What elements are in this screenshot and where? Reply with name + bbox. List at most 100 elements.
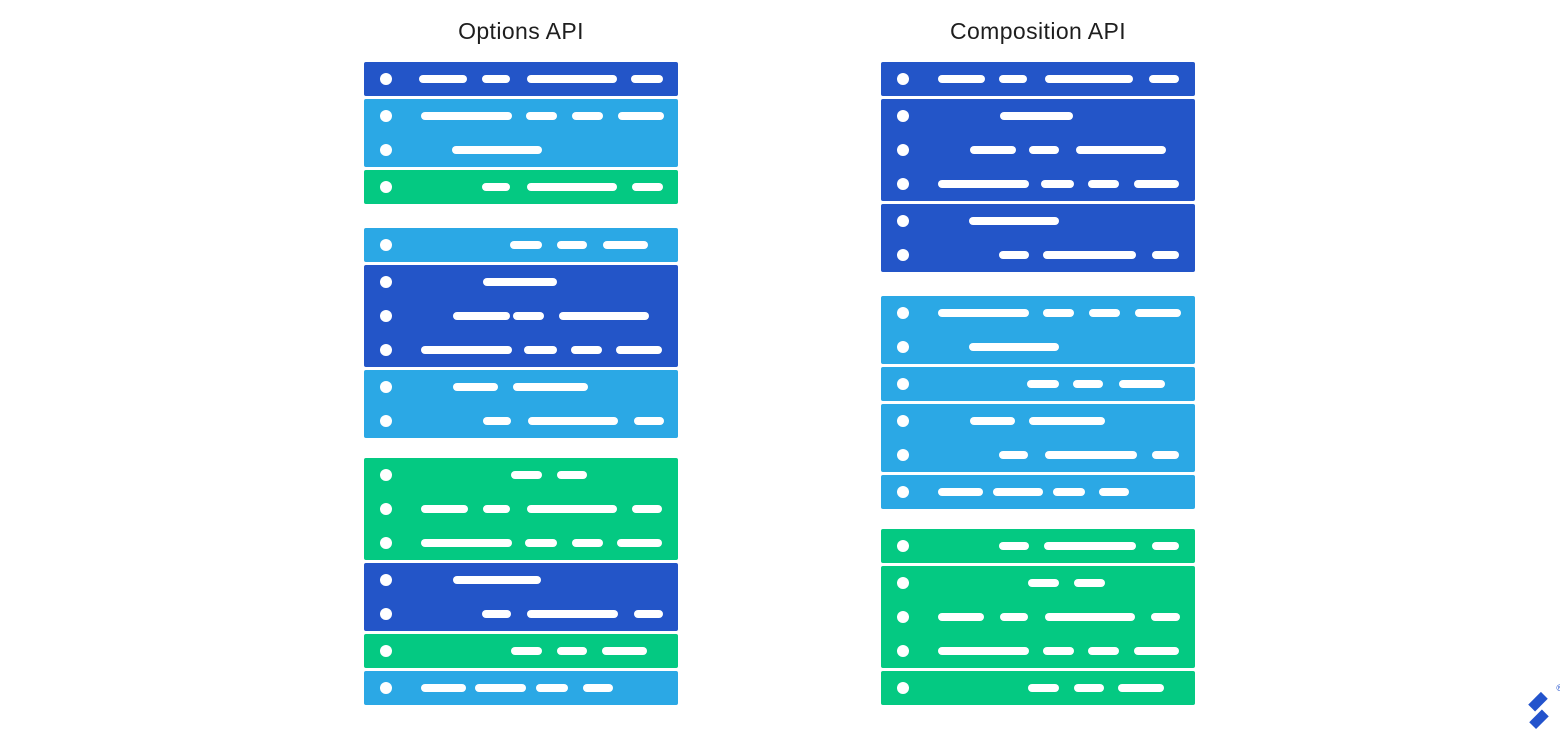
code-token-bar (632, 183, 663, 191)
code-token-bar (1027, 380, 1059, 388)
code-token-bar (483, 278, 557, 286)
code-token-bar (1043, 251, 1136, 259)
code-block-blue (364, 62, 678, 96)
code-token-bar (1044, 542, 1136, 550)
code-token-bar (999, 451, 1028, 459)
code-line (364, 458, 678, 492)
code-token-bar (453, 312, 510, 320)
code-token-bar (1074, 684, 1104, 692)
code-line (364, 597, 678, 631)
code-token-bar (482, 75, 510, 83)
code-token-bar (634, 417, 664, 425)
code-token-bar (634, 610, 663, 618)
toptal-logo: ® (1521, 684, 1560, 730)
code-token-bar (419, 75, 467, 83)
code-token-bar (938, 75, 985, 83)
code-block-green (881, 529, 1195, 563)
code-token-bar (421, 505, 468, 513)
code-token-bar (421, 539, 512, 547)
code-token-bar (938, 309, 1029, 317)
code-token-bar (452, 146, 542, 154)
code-line (364, 170, 678, 204)
code-line (364, 299, 678, 333)
bullet-icon (897, 415, 909, 427)
code-token-bar (526, 112, 557, 120)
code-group (881, 62, 1195, 272)
code-token-bar (513, 383, 588, 391)
code-token-bar (1152, 451, 1179, 459)
code-token-bar (511, 647, 542, 655)
code-token-bar (482, 183, 510, 191)
code-token-bar (527, 610, 618, 618)
code-block-lightblue (364, 370, 678, 438)
code-line (364, 492, 678, 526)
code-token-bar (559, 312, 649, 320)
bullet-icon (897, 307, 909, 319)
code-token-bar (1073, 380, 1103, 388)
code-line (364, 370, 678, 404)
bullet-icon (380, 110, 392, 122)
code-token-bar (528, 417, 618, 425)
bullet-icon (897, 682, 909, 694)
code-block-lightblue (364, 228, 678, 262)
composition-api-column (881, 0, 1195, 732)
code-token-bar (510, 241, 542, 249)
bullet-icon (380, 574, 392, 586)
code-token-bar (524, 346, 557, 354)
code-line (881, 475, 1195, 509)
code-block-lightblue (364, 671, 678, 705)
bullet-icon (380, 503, 392, 515)
code-token-bar (527, 75, 617, 83)
code-token-bar (453, 576, 541, 584)
code-block-green (364, 170, 678, 204)
code-block-blue (364, 265, 678, 367)
code-token-bar (421, 684, 466, 692)
code-token-bar (1045, 75, 1133, 83)
code-token-bar (603, 241, 648, 249)
code-token-bar (536, 684, 568, 692)
code-line (881, 566, 1195, 600)
code-token-bar (999, 251, 1029, 259)
code-line (364, 333, 678, 367)
code-token-bar (513, 312, 544, 320)
code-token-bar (571, 346, 602, 354)
bullet-icon (897, 144, 909, 156)
bullet-icon (897, 110, 909, 122)
code-token-bar (527, 183, 617, 191)
toptal-logo-mark (1528, 691, 1549, 730)
code-token-bar (618, 112, 664, 120)
code-block-lightblue (881, 475, 1195, 509)
bullet-icon (897, 486, 909, 498)
bullet-icon (897, 249, 909, 261)
bullet-icon (380, 239, 392, 251)
code-line (881, 671, 1195, 705)
code-token-bar (969, 343, 1059, 351)
code-line (881, 634, 1195, 668)
bullet-icon (380, 276, 392, 288)
bullet-icon (380, 310, 392, 322)
bullet-icon (897, 73, 909, 85)
code-group (364, 228, 678, 438)
code-token-bar (572, 539, 603, 547)
code-line (881, 600, 1195, 634)
code-token-bar (1076, 146, 1166, 154)
code-line (364, 563, 678, 597)
toptal-mark-top-bar (1528, 691, 1548, 712)
code-token-bar (475, 684, 526, 692)
code-line (364, 62, 678, 96)
code-token-bar (1029, 146, 1059, 154)
bullet-icon (380, 344, 392, 356)
code-token-bar (631, 75, 663, 83)
code-group (881, 529, 1195, 705)
code-block-blue (881, 62, 1195, 96)
code-line (881, 404, 1195, 438)
code-line (364, 634, 678, 668)
code-token-bar (970, 146, 1016, 154)
code-token-bar (1000, 112, 1073, 120)
bullet-icon (380, 608, 392, 620)
code-block-green (364, 458, 678, 560)
code-line (881, 529, 1195, 563)
code-token-bar (1088, 647, 1119, 655)
code-line (881, 330, 1195, 364)
code-token-bar (572, 112, 603, 120)
